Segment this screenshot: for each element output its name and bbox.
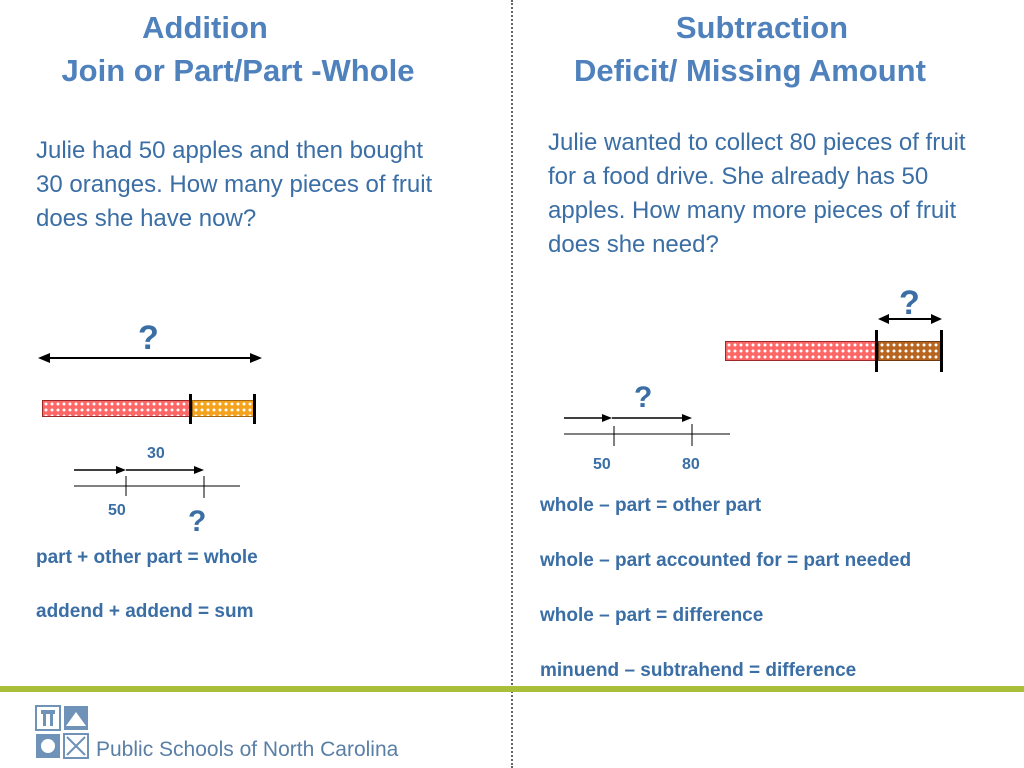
subtraction-start-label: 50 [593,456,611,473]
subtraction-formula-4: minuend – subtrahend = difference [540,660,857,681]
subtraction-formula-3: whole – part = difference [540,605,764,626]
center-divider [511,0,513,768]
subtraction-bar-divider-tick [875,330,878,372]
addition-jump-label: 30 [147,445,165,462]
subtraction-apples-bar [725,341,876,361]
addition-whole-arrow [38,353,262,363]
subtraction-needed-bar [878,341,941,361]
subtraction-end-label: 80 [682,456,700,473]
footer-logo-text: Public Schools of North Carolina [96,738,399,761]
addition-problem-text: Julie had 50 apples and then bought 30 o… [36,137,433,232]
subtraction-bar-end-tick [940,330,943,372]
subtraction-problem-text: Julie wanted to collect 80 pieces of fru… [548,129,966,258]
subtraction-title-line1: Subtraction [675,10,849,45]
addition-title-line2: Join or Part/Part -Whole [61,53,415,88]
addition-oranges-bar [192,400,254,417]
nc-schools-logo-icon [34,704,90,760]
subtraction-formula-1: whole – part = other part [540,495,762,516]
addition-formula-1: part + other part = whole [36,547,258,568]
addition-number-line [74,466,240,498]
subtraction-title-line2: Deficit/ Missing Amount [574,53,926,88]
subtraction-formula-2: whole – part accounted for = part needed [540,550,912,571]
addition-formula-2: addend + addend = sum [36,601,254,622]
subtraction-number-line [564,414,730,446]
addition-bar-divider-tick [189,394,192,424]
addition-title: Addition Join or Part/Part -Whole [0,6,470,92]
subtraction-title: Subtraction Deficit/ Missing Amount [540,6,960,92]
addition-number-line-question-mark: ? [188,505,207,538]
footer-accent-bar [0,686,1024,692]
addition-apples-bar [42,400,190,417]
addition-bar-question-mark: ? [138,319,159,357]
subtraction-bar-question-mark: ? [899,284,920,322]
subtraction-number-line-question-mark: ? [634,381,653,414]
subtraction-missing-arrow [878,314,942,324]
addition-title-line1: Addition [142,10,268,45]
addition-start-label: 50 [108,502,126,519]
addition-bar-end-tick [253,394,256,424]
